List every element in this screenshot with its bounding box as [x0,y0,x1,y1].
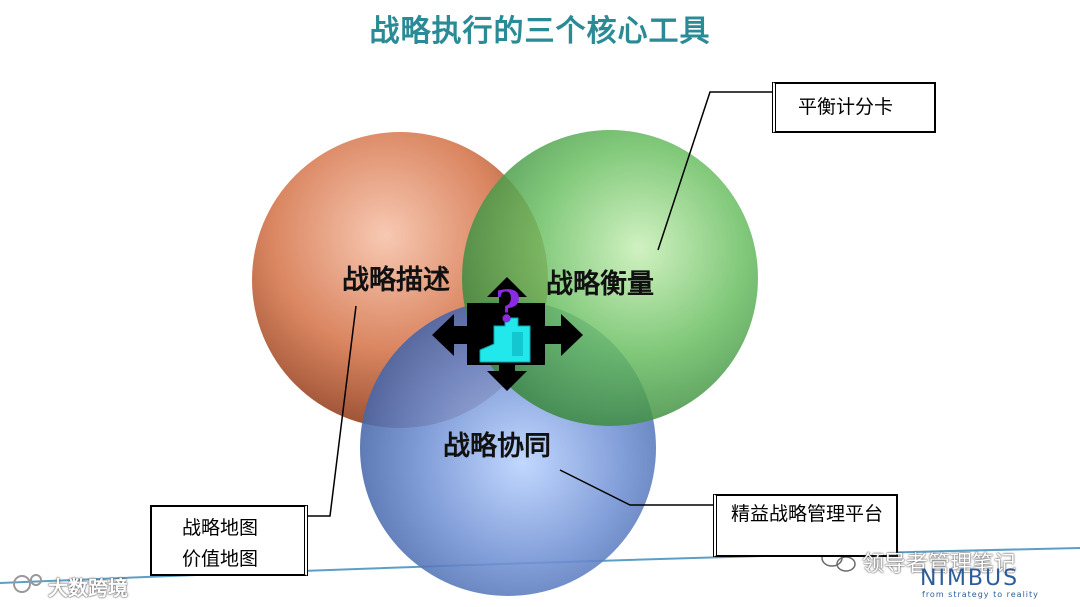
label-strategy-align: 战略协同 [443,431,551,462]
watermark-left: 大数跨境 [48,576,128,600]
puzzle-question-icon: ? [495,282,521,333]
puzzle-figure-icon [479,317,531,363]
callout-value-map: 价值地图 [182,548,259,570]
page-title: 战略执行的三个核心工具 [369,14,711,49]
brand-tagline: from strategy to reality [922,590,1039,599]
callout-platform: 精益战略管理平台 [713,494,898,557]
callout-maps: 战略地图 价值地图 [150,505,308,576]
callout-strategy-map: 战略地图 [182,517,259,539]
leader-line-platform [559,469,715,506]
watermark-right: 领导者管理笔记 [862,552,1017,577]
callout-scorecard-text: 平衡计分卡 [798,96,894,118]
leader-line-scorecard [657,91,772,251]
label-strategy-describe: 战略描述 [342,265,450,296]
left-watermark-icon [13,574,42,593]
label-strategy-measure: 战略衡量 [546,269,654,300]
callout-platform-text: 精益战略管理平台 [731,503,884,525]
brand-logo-nimbus: NIMBUS [920,566,1020,591]
callout-scorecard: 平衡计分卡 [772,82,936,133]
leader-line-maps [308,305,357,517]
